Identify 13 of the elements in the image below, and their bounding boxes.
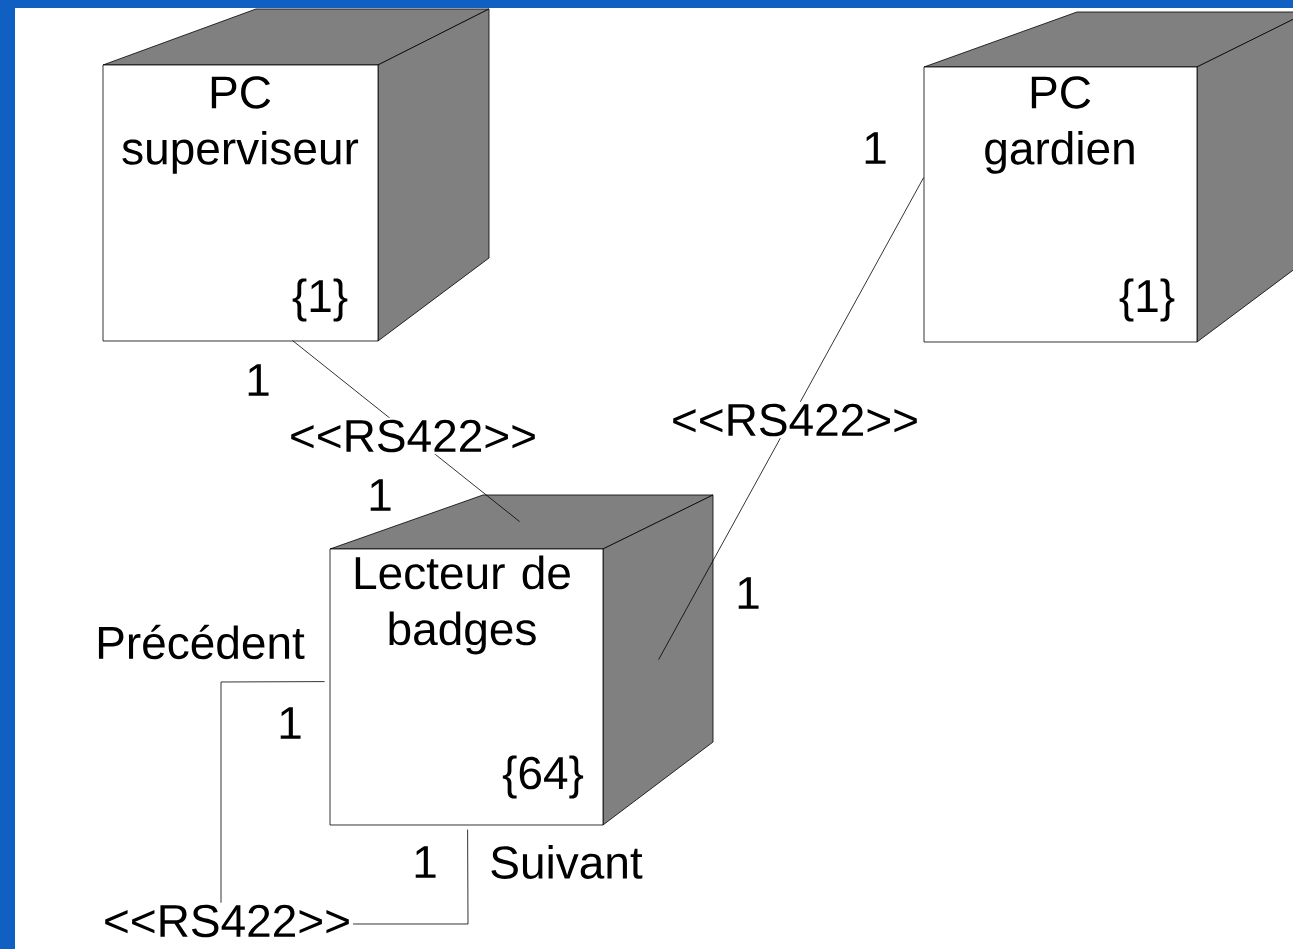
end-label: 1 bbox=[865, 132, 886, 164]
edge-label: <<RS422>> bbox=[668, 401, 922, 439]
node-cube: PC superviseur {1} bbox=[102, 8, 490, 342]
edge-label: <<RS422>> bbox=[100, 902, 354, 940]
end-label: 1 bbox=[280, 707, 301, 739]
end-label: Précédent bbox=[98, 624, 305, 660]
node-cube: PC gardien {1} bbox=[923, 11, 1293, 343]
end-label: 1 bbox=[738, 577, 759, 609]
end-label: Suivant bbox=[491, 845, 643, 879]
end-label: 1 bbox=[415, 846, 436, 878]
end-label: 1 bbox=[248, 364, 269, 396]
connector-line bbox=[658, 177, 924, 660]
edge-label: <<RS422>> bbox=[286, 417, 540, 455]
